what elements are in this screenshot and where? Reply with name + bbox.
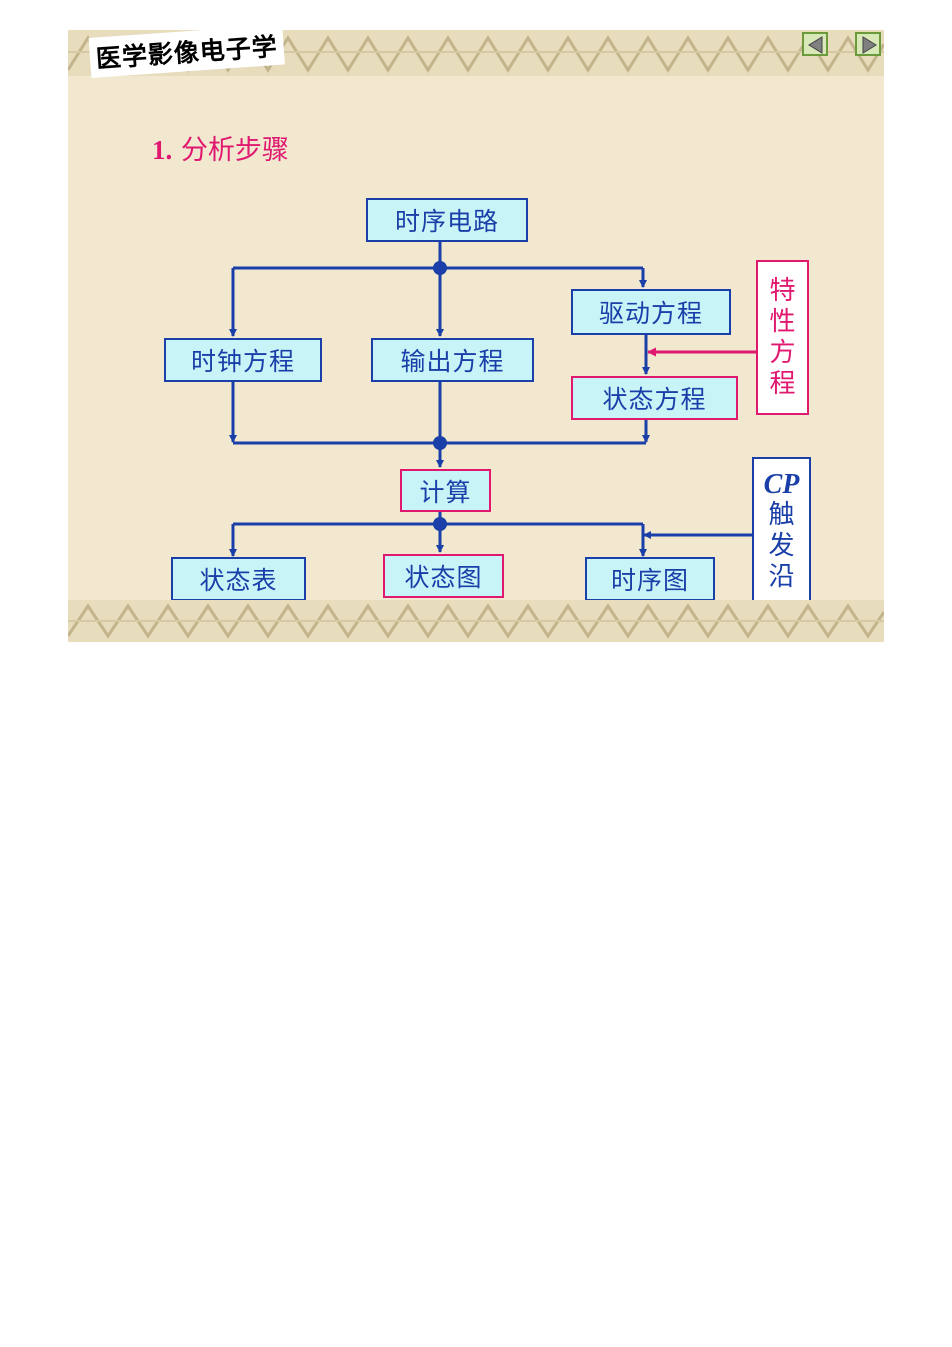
flow-connectors — [229, 242, 756, 557]
junction-dot — [433, 436, 447, 450]
node-calculation: 计算 — [400, 469, 491, 512]
junction-dot — [433, 517, 447, 531]
node-sequential-circuit: 时序电路 — [366, 198, 528, 242]
characteristic-char: 程 — [769, 368, 796, 399]
junction-dot — [433, 261, 447, 275]
node-state-equation: 状态方程 — [571, 376, 738, 420]
slide: 医学影像电子学 1. 分析步骤 — [68, 30, 884, 642]
triangle-left-icon — [808, 36, 823, 54]
node-clock-equation: 时钟方程 — [164, 338, 322, 382]
characteristic-char: 方 — [769, 337, 796, 368]
section-title-text: 分析步骤 — [180, 135, 289, 166]
node-state-diagram: 状态图 — [383, 554, 504, 598]
characteristic-char: 特 — [769, 275, 796, 306]
next-slide-button[interactable] — [855, 32, 881, 56]
triangle-right-icon — [862, 36, 877, 54]
trigger-edge-char: 沿 — [768, 561, 795, 592]
section-title: 1. 分析步骤 — [152, 128, 289, 167]
cp-label: CP — [763, 468, 800, 500]
node-output-equation: 输出方程 — [371, 338, 534, 382]
cp-trigger-edge-box: CP 触 发 沿 — [752, 457, 811, 604]
prev-slide-button[interactable] — [802, 32, 828, 56]
decorative-bottom-border — [68, 600, 884, 642]
trigger-edge-char: 发 — [768, 530, 795, 561]
characteristic-equation-box: 特 性 方 程 — [756, 260, 809, 415]
characteristic-char: 性 — [769, 306, 796, 337]
node-timing-diagram: 时序图 — [585, 557, 715, 601]
node-drive-equation: 驱动方程 — [571, 289, 731, 335]
trigger-edge-char: 触 — [768, 499, 795, 530]
section-number: 1. — [152, 135, 173, 165]
node-state-table: 状态表 — [171, 557, 306, 601]
